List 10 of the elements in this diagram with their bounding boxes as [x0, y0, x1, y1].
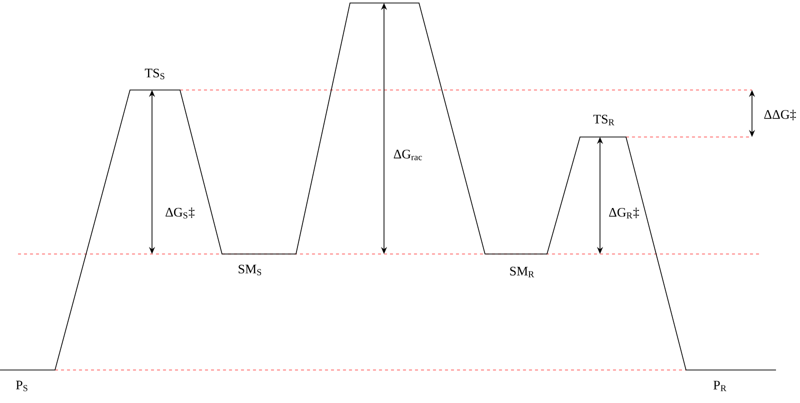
energy-label: ΔΔG‡ [764, 110, 796, 120]
energy-label: TS$_{S}$ [144, 68, 164, 80]
energy-label: SM$_{S}$ [238, 264, 262, 276]
energy-label: P$_{R}$ [713, 380, 726, 392]
energy-label: ΔG$_{R}$‡ [609, 208, 639, 218]
energy-label: P$_{S}$ [16, 380, 28, 392]
energy-label: ΔG$_{rac}$ [394, 150, 422, 160]
energy-label: ΔG$_{S}$‡ [166, 208, 195, 218]
energy-label: TS$_{R}$ [593, 114, 614, 126]
energy-label: SM$_{R}$ [510, 266, 534, 278]
